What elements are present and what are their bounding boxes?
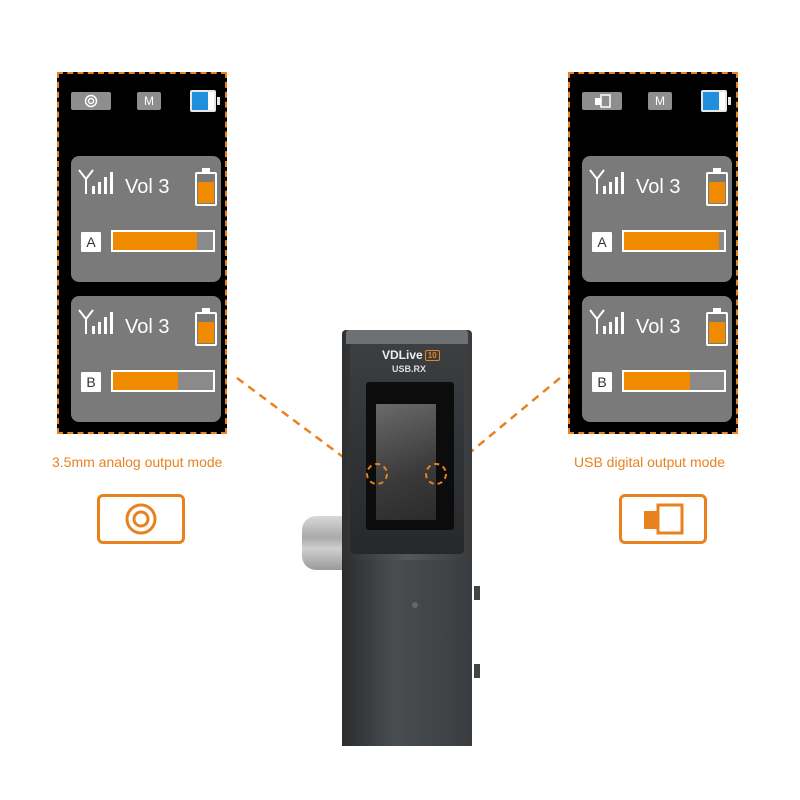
analog-output-icon bbox=[71, 92, 111, 110]
m-mode-indicator: M bbox=[137, 92, 161, 110]
status-bar: M bbox=[582, 90, 732, 114]
channel-label: A bbox=[81, 232, 101, 252]
right-screen-display: M Vol 3 A Vol 3 B bbox=[568, 72, 738, 434]
channel-label: B bbox=[592, 372, 612, 392]
device-cap bbox=[346, 330, 468, 344]
usb-output-icon bbox=[619, 494, 707, 544]
audio-level-bar bbox=[111, 230, 215, 252]
volume-label: Vol 3 bbox=[125, 176, 170, 198]
audio-level-bar bbox=[111, 370, 215, 392]
analog-output-icon bbox=[97, 494, 185, 544]
usb-output-icon bbox=[582, 92, 622, 110]
left-screen-display: M Vol 3 A Vol 3 B bbox=[57, 72, 227, 434]
side-button-bottom[interactable] bbox=[474, 664, 480, 678]
channel-label: B bbox=[81, 372, 101, 392]
battery-icon bbox=[190, 90, 220, 112]
transmitter-battery-icon bbox=[706, 168, 728, 206]
m-mode-indicator: M bbox=[648, 92, 672, 110]
device-body bbox=[342, 560, 472, 746]
volume-label: Vol 3 bbox=[636, 316, 681, 338]
transmitter-battery-icon bbox=[195, 168, 217, 206]
brand-badge: 10 bbox=[424, 350, 440, 362]
signal-strength-icon bbox=[589, 309, 624, 334]
status-led bbox=[412, 602, 418, 608]
side-button-top[interactable] bbox=[474, 586, 480, 600]
status-bar: M bbox=[71, 90, 221, 114]
channel-card-a: Vol 3 A bbox=[71, 156, 221, 282]
brand-name: VDLive bbox=[382, 348, 423, 362]
device-display bbox=[376, 404, 436, 520]
channel-card-a: Vol 3 A bbox=[582, 156, 732, 282]
channel-label: A bbox=[592, 232, 612, 252]
channel-card-b: Vol 3 B bbox=[71, 296, 221, 422]
audio-level-bar bbox=[622, 370, 726, 392]
model-label: USB.RX bbox=[392, 364, 427, 374]
transmitter-battery-icon bbox=[195, 308, 217, 346]
transmitter-battery-icon bbox=[706, 308, 728, 346]
analog-mode-caption: 3.5mm analog output mode bbox=[52, 454, 223, 470]
volume-label: Vol 3 bbox=[125, 316, 170, 338]
signal-strength-icon bbox=[78, 309, 113, 334]
battery-icon bbox=[701, 90, 731, 112]
channel-card-b: Vol 3 B bbox=[582, 296, 732, 422]
volume-label: Vol 3 bbox=[636, 176, 681, 198]
signal-strength-icon bbox=[589, 169, 624, 194]
audio-level-bar bbox=[622, 230, 726, 252]
usb-mode-caption: USB digital output mode bbox=[574, 454, 725, 470]
signal-strength-icon bbox=[78, 169, 113, 194]
